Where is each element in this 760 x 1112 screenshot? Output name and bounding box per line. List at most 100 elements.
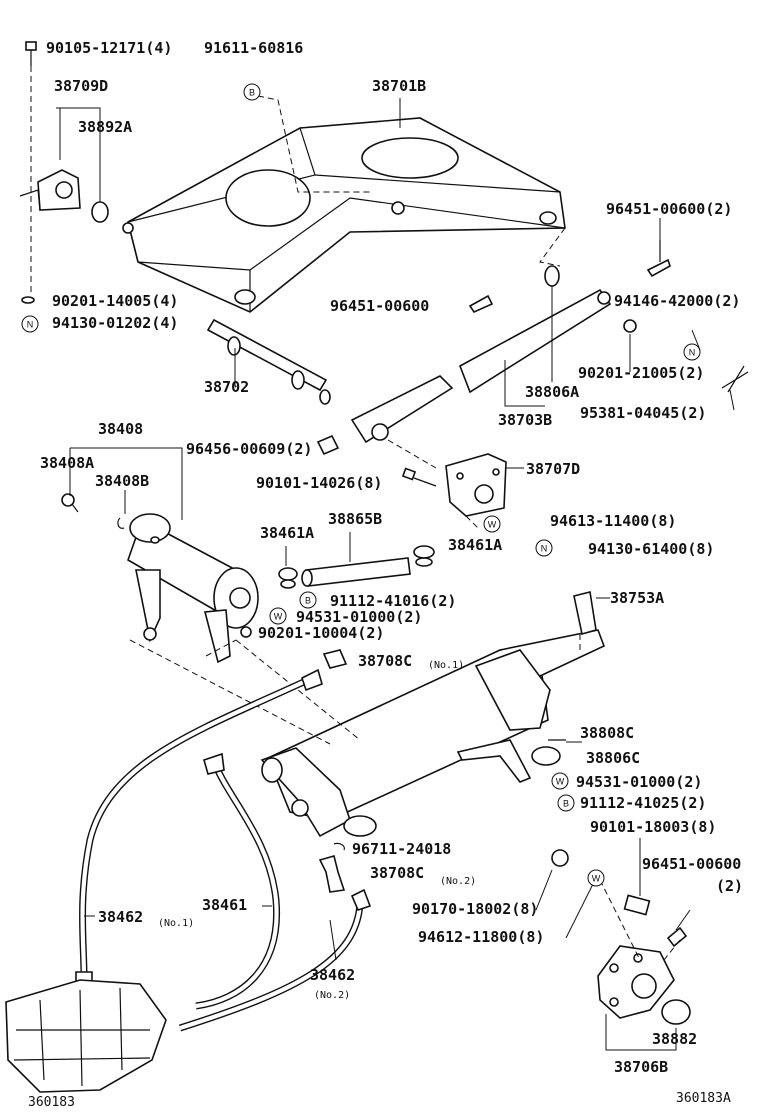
clamp-38461a-left	[278, 567, 298, 589]
svg-text:B: B	[305, 596, 311, 606]
nut-90170	[551, 849, 569, 867]
label-38408a: 38408A	[40, 454, 94, 472]
svg-text:W: W	[592, 874, 601, 884]
marker-w-94531-a: W	[269, 607, 287, 625]
nut-90201-21005	[623, 319, 637, 333]
label-no1-b: (No.1)	[158, 918, 194, 929]
washer-90201-14005	[21, 296, 35, 304]
pin-38753a	[573, 591, 597, 636]
label-no1-a: (No.1)	[428, 660, 464, 671]
label-91112-41025: 91112-41025(2)	[580, 794, 706, 812]
label-90201-14005: 90201-14005(4)	[52, 292, 178, 310]
svg-text:N: N	[689, 348, 696, 358]
figure-id-right: 360183A	[676, 1091, 731, 1106]
label-91611-60816: 91611-60816	[204, 39, 303, 57]
crossmember-38701b	[122, 117, 566, 313]
reservoir-38408	[127, 513, 259, 664]
label-96456-00609: 96456-00609(2)	[186, 440, 312, 458]
label-90201-10004: 90201-10004(2)	[258, 624, 384, 642]
bushing-38882	[661, 999, 691, 1025]
label-90101-18003: 90101-18003(8)	[590, 818, 716, 836]
pin-95381	[721, 365, 749, 393]
bolt-38408a	[61, 493, 79, 513]
label-38461: 38461	[202, 896, 247, 914]
label-90201-21005: 90201-21005(2)	[578, 364, 704, 382]
label-38408: 38408	[98, 420, 143, 438]
shaft-38702	[206, 318, 331, 405]
label-38865b: 38865B	[328, 510, 382, 528]
bolt-90101-14026	[401, 467, 437, 487]
label-96451-00600-2: 96451-00600(2)	[606, 200, 732, 218]
label-no2-b: (No.2)	[314, 990, 350, 1001]
label-90170-18002: 90170-18002(8)	[412, 900, 538, 918]
svg-text:N: N	[541, 544, 548, 554]
bolt-90105	[25, 41, 37, 66]
label-38708c-no2: 38708C	[370, 864, 424, 882]
label-38703b: 38703B	[498, 411, 552, 429]
label-38709d: 38709D	[54, 77, 108, 95]
fitting-96451-top	[646, 240, 671, 278]
label-38462-no2: 38462	[310, 966, 355, 984]
fitting-96456	[316, 434, 340, 456]
clip-38408b	[117, 517, 125, 529]
label-94613-11400: 94613-11400(8)	[550, 512, 676, 530]
marker-b-91611: B	[243, 83, 261, 101]
bushing-38892a	[91, 201, 109, 223]
label-38701b: 38701B	[372, 77, 426, 95]
fitting-38708c-no2	[318, 855, 346, 893]
svg-text:W: W	[488, 520, 497, 530]
label-38892a: 38892A	[78, 118, 132, 136]
hose-38462-no2	[178, 903, 364, 1032]
label-95381-04045: 95381-04045(2)	[580, 404, 706, 422]
marker-w-94613: W	[483, 515, 501, 533]
label-94130-61400: 94130-61400(8)	[588, 540, 714, 558]
fitting-96451-mid	[468, 294, 494, 314]
hose-38462-no1	[79, 676, 310, 979]
marker-b-91112-41025: B	[557, 794, 575, 812]
label-38806a: 38806A	[525, 383, 579, 401]
power-cylinder	[260, 629, 606, 838]
hose-38461	[195, 764, 281, 1010]
bracket-38707d	[445, 453, 507, 517]
bushing-38806a	[544, 265, 560, 287]
label-38808c: 38808C	[580, 724, 634, 742]
label-90105-12171: 90105-12171(4)	[46, 39, 172, 57]
fitting-96451-right	[666, 926, 688, 948]
nut-90201-10004	[240, 626, 252, 638]
figure-id-left: 360183	[28, 1095, 75, 1110]
marker-n-94130-61400: N	[535, 539, 553, 557]
label-38706b: 38706B	[614, 1058, 668, 1076]
label-94531-01000-b: 94531-01000(2)	[576, 773, 702, 791]
marker-w-94612: W	[587, 869, 605, 887]
label-38462-no1: 38462	[98, 908, 143, 926]
label-38702: 38702	[204, 378, 249, 396]
label-38708c-no1: 38708C	[358, 652, 412, 670]
bolt-90101-18003	[623, 894, 651, 916]
label-91112-41016: 91112-41016(2)	[330, 592, 456, 610]
label-96451-00600-right: 96451-00600	[642, 855, 741, 873]
clamp-38461a-right	[413, 545, 435, 567]
marker-w-94531-b: W	[551, 772, 569, 790]
label-38408b: 38408B	[95, 472, 149, 490]
label-94146-42000: 94146-42000(2)	[614, 292, 740, 310]
label-38806c: 38806C	[586, 749, 640, 767]
fitting-38708c-no1	[322, 649, 348, 669]
label-38461a-right: 38461A	[448, 536, 502, 554]
svg-text:B: B	[249, 88, 255, 98]
label-96451-qty: (2)	[716, 877, 743, 895]
svg-text:B: B	[563, 799, 569, 809]
svg-text:N: N	[27, 320, 34, 330]
marker-b-91112-41016: B	[299, 591, 317, 609]
hose-38865b	[301, 557, 411, 587]
label-no2-a: (No.2)	[440, 876, 476, 887]
marker-n-94146: N	[683, 343, 701, 361]
clip-96711	[333, 842, 345, 851]
svg-text:W: W	[556, 777, 565, 787]
svg-text:W: W	[274, 612, 283, 622]
label-94130-01202: 94130-01202(4)	[52, 314, 178, 332]
label-96451-00600: 96451-00600	[330, 297, 429, 315]
label-90101-14026: 90101-14026(8)	[256, 474, 382, 492]
label-38707d: 38707D	[526, 460, 580, 478]
bracket-38709d	[19, 169, 81, 211]
